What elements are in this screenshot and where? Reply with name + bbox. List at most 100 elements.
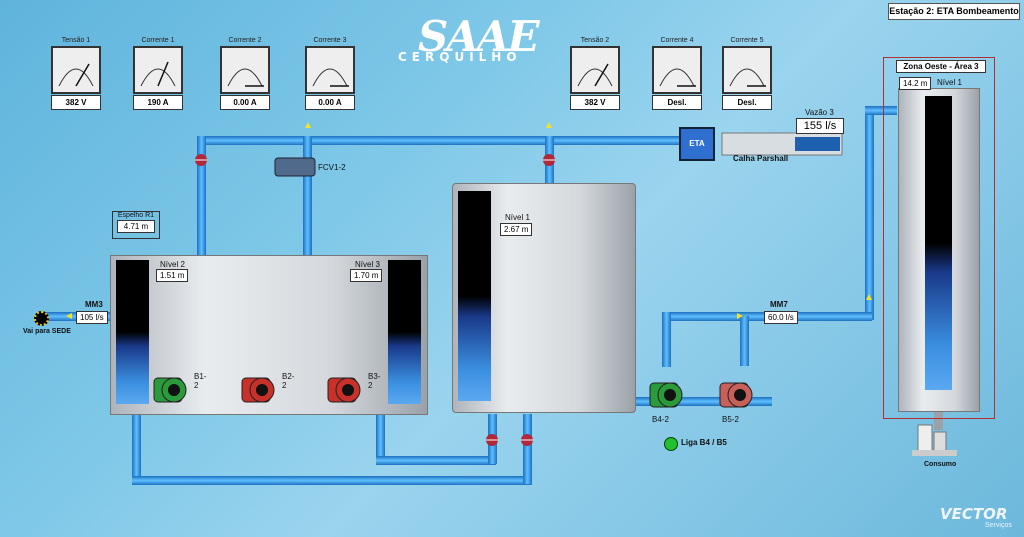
pump-b1[interactable]: B1-2 [152, 370, 206, 413]
mm7-value: 60.0 l/s [764, 311, 798, 324]
pipe-b4b5-suction [632, 397, 772, 406]
logo-brand: SAAE [418, 12, 540, 61]
pump-label: B5-2 [722, 415, 739, 424]
gauge-icon [220, 46, 270, 94]
espelho-panel: Espelho R1 4.71 m [112, 211, 160, 239]
gauge-icon [652, 46, 702, 94]
zona-oeste-panel [883, 57, 995, 419]
outlet-icon [34, 311, 49, 326]
pipe-b5-riser [740, 316, 749, 366]
pump-b2[interactable]: B2-2 [240, 370, 294, 413]
zona-title: Zona Oeste - Área 3 [896, 60, 986, 73]
mm3-value: 105 l/s [76, 311, 108, 324]
pump-b5[interactable]: B5-2 [718, 375, 760, 424]
eta-block[interactable]: ETA [679, 127, 715, 161]
meter-value: 382 V [51, 95, 101, 110]
meter-tensao-1: Tensão 1 382 V [51, 37, 101, 110]
pipe-top-header [197, 136, 682, 145]
mm7-label: MM7 [770, 300, 788, 309]
meter-tensao-2: Tensão 2 382 V [570, 37, 620, 110]
pipe-bottom-loop [132, 476, 532, 485]
meter-label: Corrente 3 [313, 37, 347, 44]
gauge-icon [51, 46, 101, 94]
flow-arrow-icon [866, 294, 872, 300]
pump-icon [241, 377, 275, 403]
pump-b4[interactable]: B4-2 [648, 375, 690, 424]
pipe-left-riser [197, 136, 206, 256]
pump-icon [719, 382, 753, 408]
gauge-icon [570, 46, 620, 94]
saae-logo: SAAE CERQUILHO [392, 12, 540, 68]
meter-value: Desl. [722, 95, 772, 110]
vector-logo: VECTOR [940, 505, 1008, 523]
valve-icon[interactable] [195, 154, 207, 166]
pump-label: B1-2 [194, 372, 207, 390]
pipe-fcv-riser [303, 136, 312, 256]
valve-icon[interactable] [543, 154, 555, 166]
pump-icon [327, 377, 361, 403]
fcv-valve-icon[interactable] [274, 157, 316, 177]
meter-label: Tensão 2 [580, 37, 610, 44]
logo-subtitle: CERQUILHO [398, 50, 522, 64]
meter-label: Corrente 5 [730, 37, 764, 44]
fcv-label: FCV1-2 [318, 163, 346, 172]
tank-nivel2-level [116, 260, 149, 404]
tank-nivel3-level [388, 260, 421, 404]
valve-icon[interactable] [521, 434, 533, 446]
vazao3-value: 155 l/s [796, 118, 844, 134]
gauge-icon [305, 46, 355, 94]
liga-b4b5-label: Liga B4 / B5 [681, 438, 727, 447]
meter-corrente-4: Corrente 4 Desl. [652, 37, 702, 110]
vai-sede-label: Vai para SEDE [23, 328, 71, 335]
zona-level-value: 14.2 m [899, 77, 932, 90]
flow-arrow-icon [546, 122, 552, 128]
meter-value: 0.00 A [305, 95, 355, 110]
flow-arrow-icon [737, 313, 743, 319]
meter-label: Corrente 4 [660, 37, 694, 44]
zona-level-label: Nível 1 [937, 78, 962, 87]
meter-corrente-5: Corrente 5 Desl. [722, 37, 772, 110]
meter-corrente-1: Corrente 1 190 A [133, 37, 183, 110]
pipe-bottom-mid-down [376, 414, 385, 464]
nivel2-label: Nível 2 [160, 260, 185, 269]
pipe-right-riser [865, 106, 874, 320]
vector-subtitle: Serviços [985, 522, 1012, 529]
consumo-building-icon [912, 424, 957, 456]
gauge-icon [722, 46, 772, 94]
meter-value: 0.00 A [220, 95, 270, 110]
pump-icon [649, 382, 683, 408]
station-title: Estação 2: ETA Bombeamento [888, 3, 1020, 20]
meter-value: 190 A [133, 95, 183, 110]
calha-parshall-label: Calha Parshall [733, 154, 789, 163]
meter-label: Tensão 1 [61, 37, 91, 44]
valve-icon[interactable] [486, 434, 498, 446]
pump-label: B4-2 [652, 415, 669, 424]
gauge-icon [133, 46, 183, 94]
meter-value: 382 V [570, 95, 620, 110]
nivel3-label: Nível 3 [355, 260, 380, 269]
zona-outlet-pipe [934, 410, 943, 430]
mm3-label: MM3 [85, 300, 103, 309]
pump-icon [153, 377, 187, 403]
espelho-value: 4.71 m [117, 220, 155, 233]
meter-corrente-2: Corrente 2 0.00 A [220, 37, 270, 110]
zona-tank-level [925, 96, 952, 390]
liga-b4b5-button[interactable] [664, 437, 678, 451]
nivel2-value: 1.51 m [156, 269, 189, 282]
pump-label: B2-2 [282, 372, 295, 390]
pump-label: B3-2 [368, 372, 381, 390]
nivel3-value: 1.70 m [350, 269, 383, 282]
flow-arrow-icon [305, 122, 311, 128]
pipe-zona-inlet [865, 106, 897, 115]
nivel1-value: 2.67 m [500, 223, 533, 236]
pump-b3[interactable]: B3-2 [326, 370, 380, 413]
espelho-label: Espelho R1 [117, 212, 155, 219]
pipe-bottom-left-down [132, 414, 141, 484]
calha-water [795, 137, 840, 151]
pipe-bottom-right-up [523, 414, 532, 484]
meter-value: Desl. [652, 95, 702, 110]
consumo-label: Consumo [924, 461, 957, 468]
vazao3-label: Vazão 3 [805, 108, 834, 117]
flow-arrow-icon [66, 313, 72, 319]
meter-label: Corrente 2 [228, 37, 262, 44]
